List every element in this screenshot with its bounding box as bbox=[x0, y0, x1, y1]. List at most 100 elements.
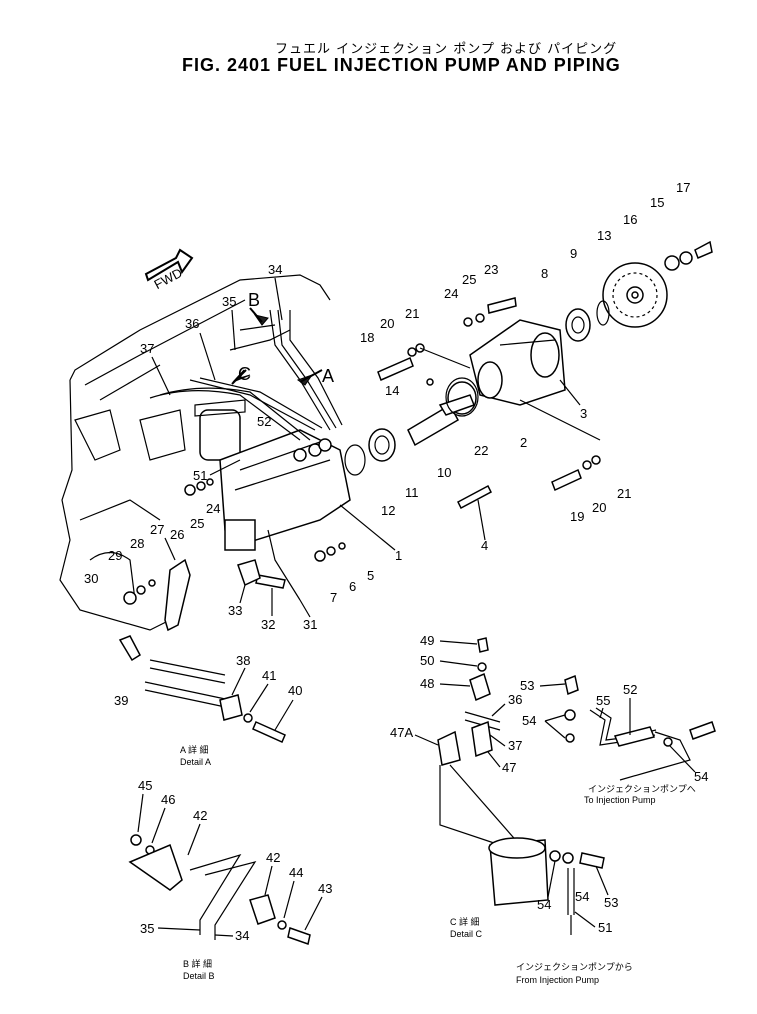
callout-7: 7 bbox=[330, 590, 337, 605]
callout-38: 38 bbox=[236, 653, 250, 668]
callout-23: 23 bbox=[484, 262, 498, 277]
callout-4: 4 bbox=[481, 538, 488, 553]
callout-20a: 20 bbox=[380, 316, 394, 331]
callout-1: 1 bbox=[395, 548, 402, 563]
callout-33: 33 bbox=[228, 603, 242, 618]
callout-36b: 36 bbox=[508, 692, 522, 707]
callout-54a: 54 bbox=[522, 713, 536, 728]
callout-37a: 37 bbox=[140, 341, 154, 356]
callout-41: 41 bbox=[262, 668, 276, 683]
bearing-8-inner bbox=[571, 316, 585, 334]
callout-39: 39 bbox=[114, 693, 128, 708]
callout-24b: 24 bbox=[206, 501, 220, 516]
callout-31: 31 bbox=[303, 617, 317, 632]
callout-42a: 42 bbox=[193, 808, 207, 823]
callout-35b: 35 bbox=[140, 921, 154, 936]
callout-35a: 35 bbox=[222, 294, 236, 309]
washer-25b bbox=[196, 481, 206, 491]
callout-13: 13 bbox=[597, 228, 611, 243]
washer-20b bbox=[582, 460, 592, 470]
washer-6 bbox=[326, 546, 336, 556]
bracket-33 bbox=[237, 559, 261, 587]
callout-45: 45 bbox=[138, 778, 152, 793]
from-pump-caption: From Injection Pump bbox=[516, 975, 599, 985]
callout-28: 28 bbox=[130, 536, 144, 551]
callout-54d: 54 bbox=[575, 889, 589, 904]
callout-37b: 37 bbox=[508, 738, 522, 753]
detail-a: A 詳 細 Detail A bbox=[118, 635, 286, 767]
callout-49: 49 bbox=[420, 633, 434, 648]
callout-34b: 34 bbox=[235, 928, 249, 943]
nut-7 bbox=[314, 550, 326, 562]
pipe-31 bbox=[267, 529, 301, 601]
callout-19: 19 bbox=[570, 509, 584, 524]
washer-24 bbox=[463, 317, 473, 327]
callout-50: 50 bbox=[420, 653, 434, 668]
injection-pump bbox=[219, 429, 351, 551]
detail-c: C 詳 細 Detail C インジェクションポンプへ To Injection… bbox=[437, 637, 716, 985]
callout-15: 15 bbox=[650, 195, 664, 210]
callout-53a: 53 bbox=[520, 678, 534, 693]
detail-b: B 詳 細 Detail B bbox=[128, 834, 311, 981]
callout-25b: 25 bbox=[190, 516, 204, 531]
washer-21b bbox=[591, 455, 601, 465]
washer-29 bbox=[136, 585, 146, 595]
detail-a-jp: A 詳 細 bbox=[180, 744, 209, 755]
callout-11: 11 bbox=[405, 485, 419, 500]
callout-3: 3 bbox=[580, 406, 587, 421]
stud-4 bbox=[457, 484, 492, 510]
callout-32: 32 bbox=[261, 617, 275, 632]
callout-30: 30 bbox=[84, 571, 98, 586]
callout-5: 5 bbox=[367, 568, 374, 583]
to-pump-caption: To Injection Pump bbox=[584, 795, 656, 805]
washer-20a bbox=[407, 347, 417, 357]
bracket-27 bbox=[164, 558, 191, 632]
callout-18: 18 bbox=[360, 330, 374, 345]
callout-21a: 21 bbox=[405, 306, 419, 321]
bolt-17 bbox=[694, 240, 713, 259]
callout-27: 27 bbox=[150, 522, 164, 537]
callout-14: 14 bbox=[385, 383, 399, 398]
washer-5 bbox=[338, 542, 346, 550]
callout-26: 26 bbox=[170, 527, 184, 542]
callout-43: 43 bbox=[318, 881, 332, 896]
callout-51b: 51 bbox=[598, 920, 612, 935]
callout-12: 12 bbox=[381, 503, 395, 518]
fuel-filter bbox=[194, 399, 246, 461]
callout-51a: 51 bbox=[193, 468, 207, 483]
pin-14 bbox=[426, 378, 434, 386]
bolt-18 bbox=[377, 356, 414, 382]
callout-20b: 20 bbox=[592, 500, 606, 515]
callout-53b: 53 bbox=[604, 895, 618, 910]
callout-55: 55 bbox=[596, 693, 610, 708]
nut-30 bbox=[123, 591, 137, 605]
callout-40: 40 bbox=[288, 683, 302, 698]
o-ring-22 bbox=[445, 377, 479, 417]
nut-15 bbox=[679, 251, 693, 265]
detail-b-jp: B 詳 細 bbox=[183, 958, 212, 969]
callout-9: 9 bbox=[570, 246, 577, 261]
callout-52a: 52 bbox=[257, 414, 271, 429]
callout-6: 6 bbox=[349, 579, 356, 594]
callout-36a: 36 bbox=[185, 316, 199, 331]
washer-16 bbox=[664, 255, 680, 271]
callout-2: 2 bbox=[520, 435, 527, 450]
callout-24a: 24 bbox=[444, 286, 458, 301]
callout-10: 10 bbox=[437, 465, 451, 480]
bearing-8 bbox=[565, 308, 591, 342]
washer-28 bbox=[148, 579, 156, 587]
callout-54b: 54 bbox=[694, 769, 708, 784]
label-C: C bbox=[238, 364, 251, 384]
japanese-title: フュエル インジェクション ポンプ および パイピング bbox=[275, 42, 618, 57]
callout-48: 48 bbox=[420, 676, 434, 691]
to-pump-jp: インジェクションポンプへ bbox=[588, 784, 696, 794]
section-arrows: B C A bbox=[231, 290, 334, 386]
callout-54c: 54 bbox=[537, 897, 551, 912]
nut-26 bbox=[184, 484, 196, 496]
callout-44: 44 bbox=[289, 865, 303, 880]
detail-c-caption: Detail C bbox=[450, 929, 483, 939]
detail-b-caption: Detail B bbox=[183, 971, 215, 981]
detail-a-caption: Detail A bbox=[180, 757, 211, 767]
callout-16: 16 bbox=[623, 212, 637, 227]
